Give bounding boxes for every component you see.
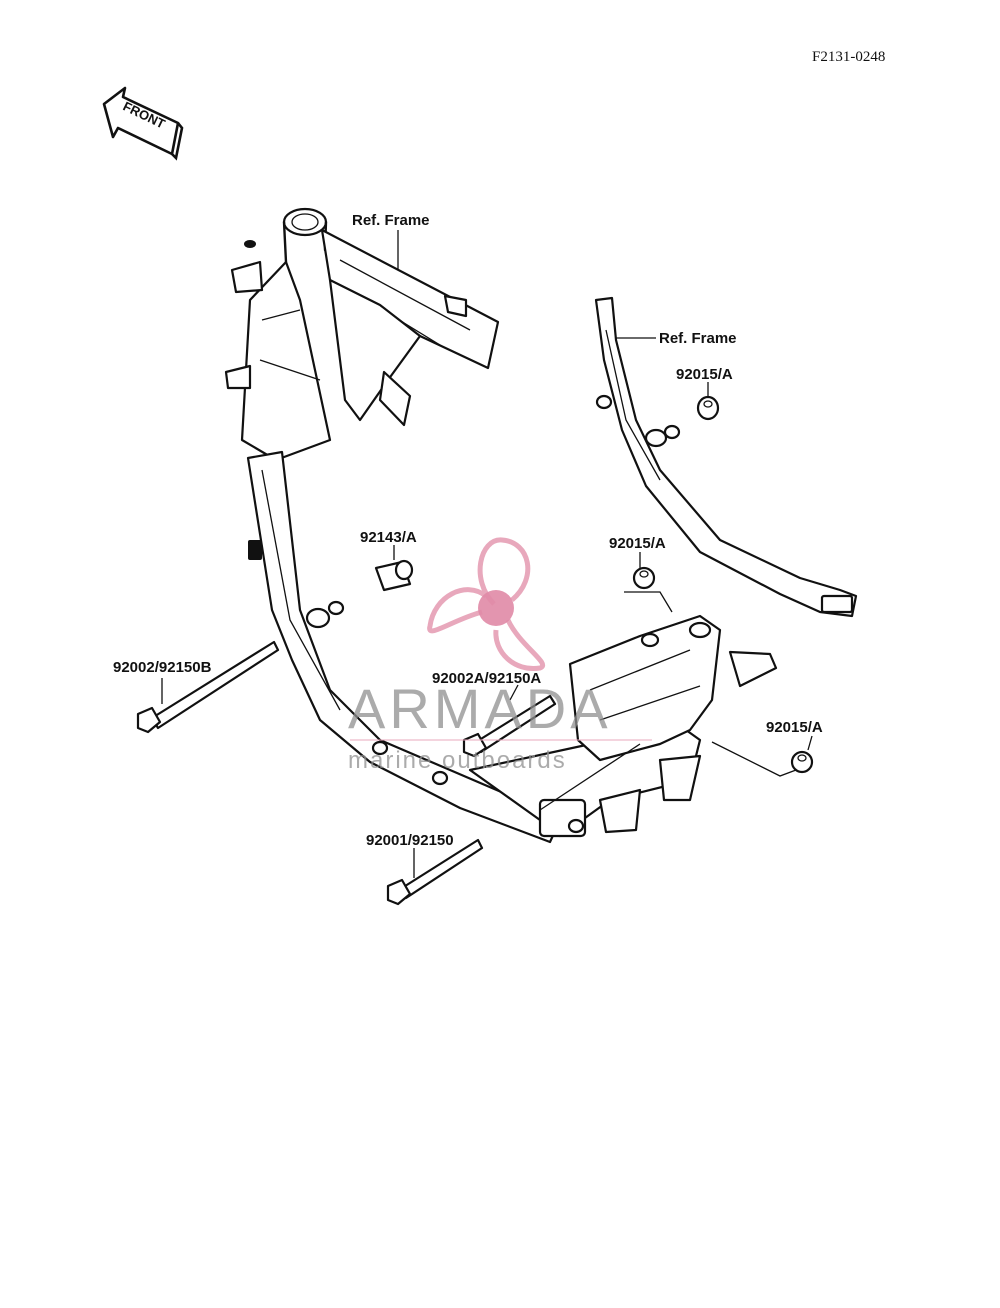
leader-lines <box>161 230 813 878</box>
bolt-92001-92150 <box>386 838 484 906</box>
bushing-92143 <box>374 559 414 592</box>
propeller-hub <box>478 590 514 626</box>
label-92143-a: 92143/A <box>360 529 417 546</box>
label-92002a-92150a: 92002A/92150A <box>432 670 541 687</box>
right-frame-rail <box>594 296 858 618</box>
diagram-code: F2131-0248 <box>812 49 885 65</box>
engine-bracket <box>568 614 778 762</box>
nut-92015-mid <box>632 566 656 590</box>
nut-92015-top <box>696 395 720 421</box>
label-92002-92150b: 92002/92150B <box>113 659 212 676</box>
propeller-icon <box>427 537 545 671</box>
label-92015-a-top: 92015/A <box>676 366 733 383</box>
label-92015-a-right: 92015/A <box>766 719 823 736</box>
bolt-92002-92150b <box>136 640 280 734</box>
label-92001-92150: 92001/92150 <box>366 832 454 849</box>
front-arrow-icon: FRONT <box>102 86 184 161</box>
watermark-tagline: marine outboards <box>348 747 567 774</box>
watermark-brand: ARMADA <box>348 677 612 740</box>
watermark: ARMADA marine outboards <box>348 537 652 774</box>
label-92015-a-mid: 92015/A <box>609 535 666 552</box>
label-ref-frame-2: Ref. Frame <box>659 330 737 347</box>
label-ref-frame-1: Ref. Frame <box>352 212 430 229</box>
nut-92015-right <box>790 750 814 774</box>
